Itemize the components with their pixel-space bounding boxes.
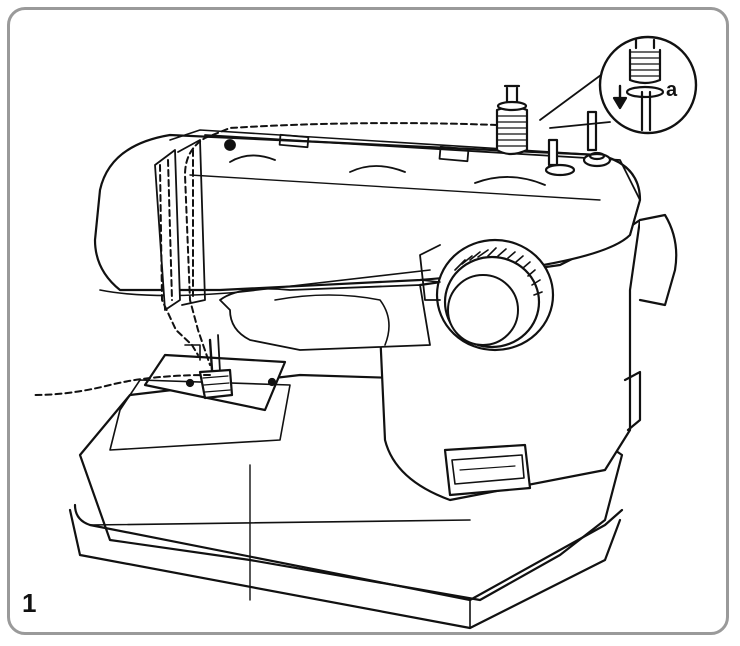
hand-wheel-side <box>623 213 678 432</box>
step-number: 1 <box>22 588 37 618</box>
callout-magnifier <box>539 35 698 135</box>
top-dials <box>224 133 546 186</box>
thread-path <box>34 122 498 396</box>
stitch-selector <box>443 443 532 497</box>
spool-and-pin <box>495 84 529 156</box>
bobbin-winder <box>544 110 612 177</box>
callout-label: a <box>666 79 678 101</box>
hand-wheel <box>419 238 555 352</box>
presser-foot <box>184 334 234 400</box>
